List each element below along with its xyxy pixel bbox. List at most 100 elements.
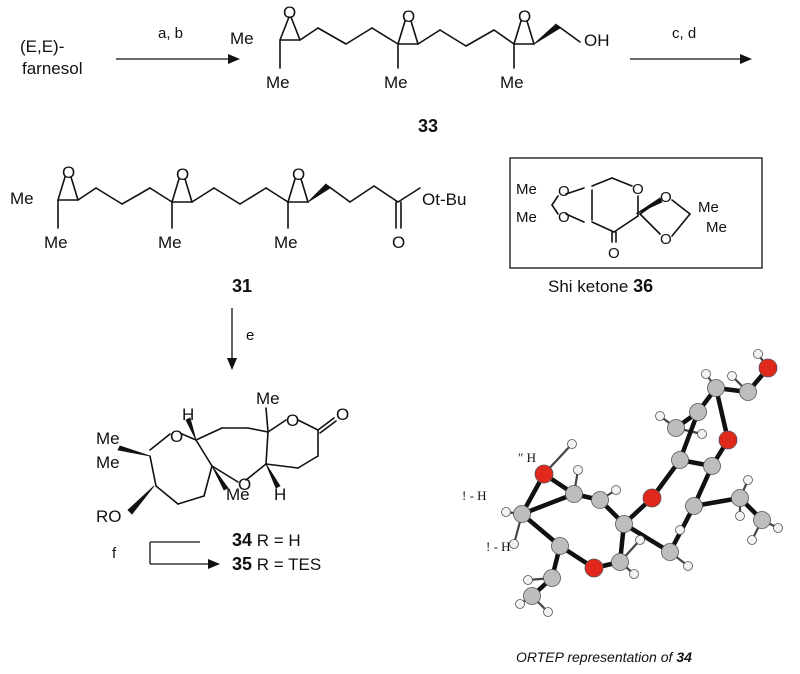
c31-me-3: Me	[158, 233, 182, 252]
ortep-hydrogen-atom	[501, 507, 511, 517]
farnesol-label: (E,E)- farnesol	[20, 37, 82, 78]
ortep-carbon-atom	[707, 379, 725, 397]
c31-me-2: Me	[44, 233, 68, 252]
ortep-carbon-atom	[543, 569, 561, 587]
c31-carbonyl-o: O	[392, 233, 405, 252]
shi-me-2: Me	[516, 209, 537, 226]
c31-epoxide-o-1: O	[62, 163, 75, 182]
arrow-step-e: e	[227, 308, 254, 370]
ortep-hydrogen-atom	[567, 439, 577, 449]
ortep-hydrogen-atom	[753, 349, 763, 359]
ortep-carbon-atom	[753, 511, 771, 529]
c33-me-2: Me	[266, 73, 290, 92]
ortep-hydrogen-atom	[697, 429, 707, 439]
compound-34-r: R = H	[252, 531, 301, 550]
c34-me-bottom: Me	[226, 485, 250, 504]
ortep-hydrogen-atom	[515, 599, 525, 609]
ortep-carbon-atom	[685, 497, 703, 515]
shi-ketone-caption: Shi ketone 36	[548, 276, 653, 296]
ortep-carbon-atom	[739, 383, 757, 401]
c31-ester: Ot-Bu	[422, 190, 466, 209]
epoxide-o-1: O	[283, 3, 296, 22]
step-cd-label: c, d	[672, 25, 696, 42]
ortep-carbon-atom	[523, 587, 541, 605]
ortep-hydrogen-atom	[635, 535, 645, 545]
ortep-hydrogen-atom	[611, 485, 621, 495]
shi-o-1: O	[558, 183, 570, 200]
ortep-h-labels: ″ H ! - H ! - H	[462, 450, 536, 554]
arrow-step-f: f	[112, 541, 220, 569]
compound-31: O O O Me Me Me Me Ot-Bu O 31	[10, 163, 466, 296]
c31-epoxide-o-2: O	[176, 165, 189, 184]
compound-35-r: R = TES	[252, 555, 321, 574]
ortep-hydrogen-atom	[735, 511, 745, 521]
shi-me-4: Me	[706, 219, 727, 236]
c34-me-top: Me	[256, 389, 280, 408]
step-e-label: e	[246, 327, 254, 344]
ortep-carbon-atom	[689, 403, 707, 421]
c34-ring-o-2: O	[238, 475, 251, 494]
svg-text:35 R = TES: 35 R = TES	[232, 554, 321, 574]
ortep-hydrogen-atom	[543, 607, 553, 617]
ortep-hydrogen-atom	[747, 535, 757, 545]
ortep-carbon-atom	[671, 451, 689, 469]
ortep-hydrogen-atom	[523, 575, 533, 585]
epoxide-o-3: O	[518, 7, 531, 26]
shi-me-3: Me	[698, 199, 719, 216]
ortep-carbon-atom	[513, 505, 531, 523]
ortep-carbon-atom	[615, 515, 633, 533]
shi-ketone-number: 36	[633, 276, 653, 296]
ortep-hydrogen-atom	[743, 475, 753, 485]
ortep-h-label-1: ″ H	[518, 450, 536, 465]
ortep-hydrogen-atom	[573, 465, 583, 475]
ortep-hydrogen-atom	[683, 561, 693, 571]
c33-me-1: Me	[230, 29, 254, 48]
ortep-oxygen-atom	[584, 558, 604, 578]
ortep-carbon-atom	[591, 491, 609, 509]
ortep-caption-number: 34	[676, 649, 692, 665]
c34-ro: RO	[96, 507, 122, 526]
ortep-caption-text: ORTEP representation of	[516, 649, 676, 665]
ortep-hydrogen-atom	[509, 539, 519, 549]
ortep-hydrogen-atom	[675, 525, 685, 535]
c34-ring-o-3: O	[286, 411, 299, 430]
ortep-carbon-atom	[611, 553, 629, 571]
compound-35-number: 35	[232, 554, 252, 574]
c34-me-left-1: Me	[96, 429, 120, 448]
c31-me-4: Me	[274, 233, 298, 252]
ortep-hydrogen-atom	[727, 371, 737, 381]
compound-34: Me Me Me Me H H RO O O O O	[96, 389, 349, 526]
ortep-oxygen-atom	[534, 464, 554, 484]
shi-o-ring: O	[632, 181, 644, 198]
shi-ketone-box: O O O O O O Me Me Me Me	[509, 157, 763, 269]
c31-epoxide-o-3: O	[292, 165, 305, 184]
farnesol-line2: farnesol	[22, 59, 82, 78]
ortep-hydrogen-atom	[655, 411, 665, 421]
ortep-structure	[501, 349, 783, 617]
shi-ketone-o: O	[608, 245, 620, 262]
c34-h-top: H	[182, 405, 194, 424]
svg-text:ORTEP representation of 34: ORTEP representation of 34	[516, 649, 692, 665]
svg-text:34 R = H: 34 R = H	[232, 530, 301, 550]
ortep-hydrogen-atom	[701, 369, 711, 379]
c33-oh: OH	[584, 31, 610, 50]
ortep-carbon-atom	[661, 543, 679, 561]
compound-34-number: 34	[232, 530, 252, 550]
ortep-h-label-3: ! - H	[486, 539, 511, 554]
svg-text:Shi ketone 36: Shi ketone 36	[548, 276, 653, 296]
shi-o-4: O	[660, 231, 672, 248]
step-ab-label: a, b	[158, 25, 183, 42]
ortep-h-label-2: ! - H	[462, 488, 487, 503]
compound-33: O O O Me Me Me Me OH 33	[230, 3, 610, 136]
ortep-carbon-atom	[565, 485, 583, 503]
ortep-carbon-atom	[551, 537, 569, 555]
c31-me-1: Me	[10, 189, 34, 208]
c34-h-bottom: H	[274, 485, 286, 504]
shi-o-3: O	[660, 189, 672, 206]
ortep-oxygen-atom	[642, 488, 662, 508]
ortep-oxygen-atom	[718, 430, 738, 450]
compound-34-35-labels: 34 R = H 35 R = TES	[232, 530, 321, 574]
ortep-carbon-atom	[667, 419, 685, 437]
compound-31-number: 31	[232, 276, 252, 296]
